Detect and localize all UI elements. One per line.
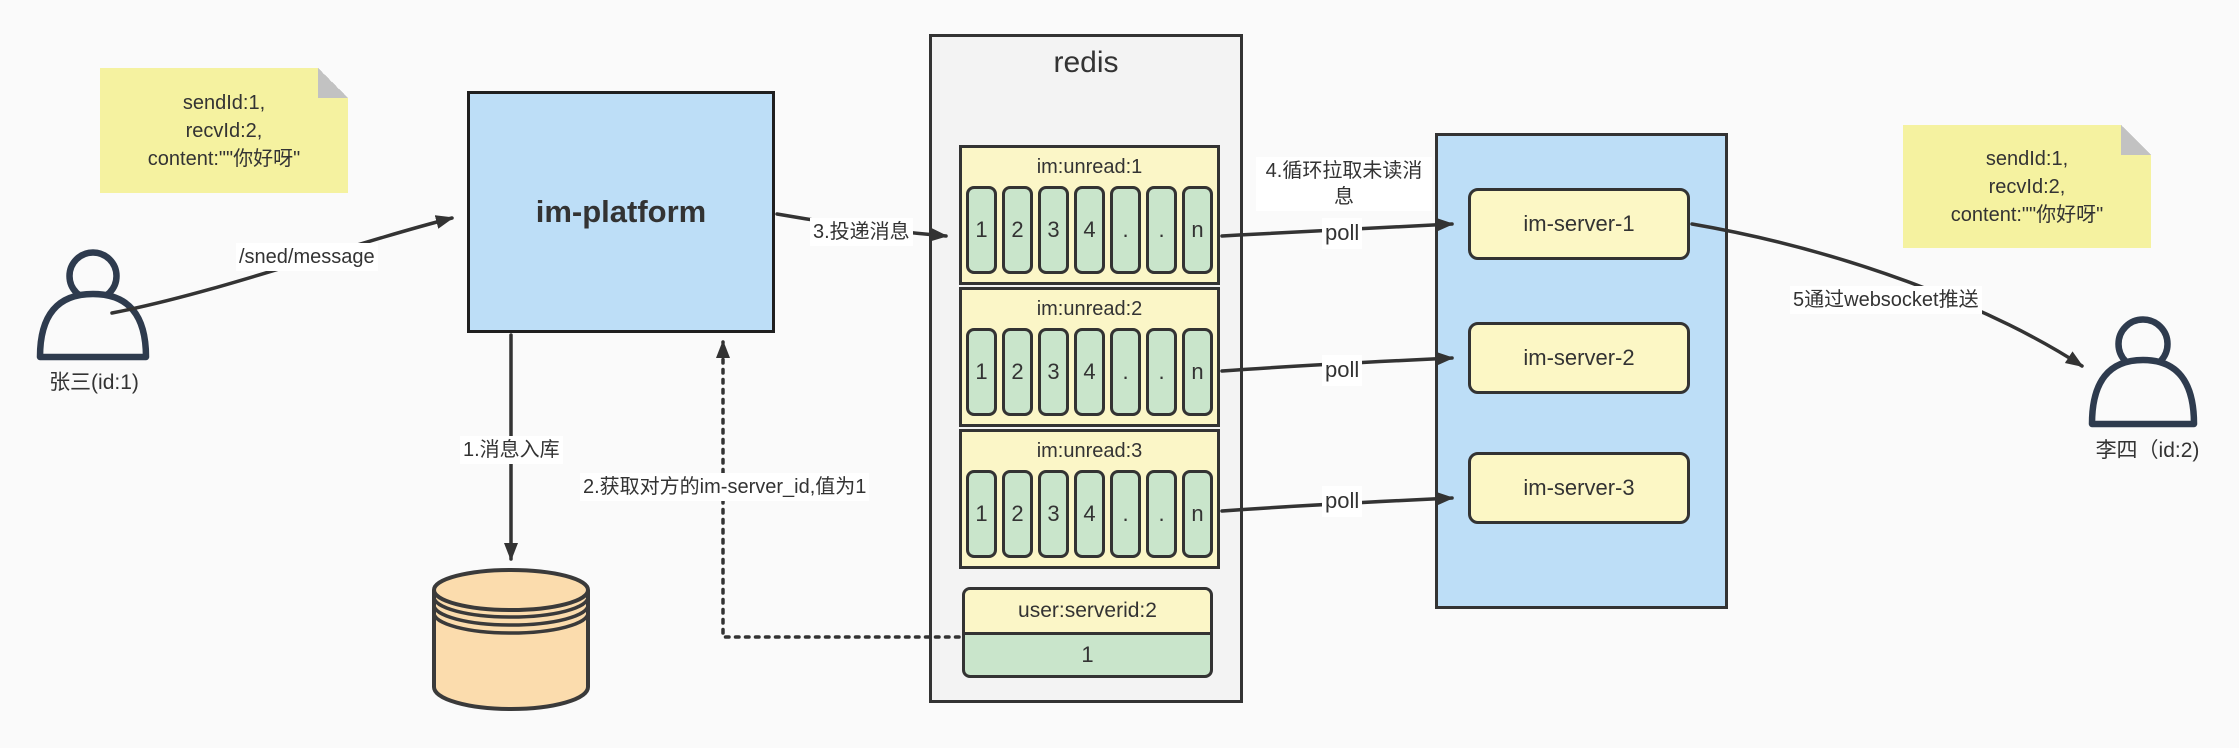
sender-user-icon (36, 249, 150, 361)
queue-header: im:unread:1 (1036, 155, 1143, 178)
queue-cell: 3 (1038, 186, 1069, 274)
queue-cells: 1 2 3 4 . . n (962, 328, 1217, 424)
receiver-user-icon (2088, 316, 2198, 428)
redis-title: redis (1053, 46, 1119, 79)
queue-cell: 1 (966, 186, 997, 274)
user-serverid-value: 1 (1081, 642, 1094, 667)
note-line: recvId:2, (1988, 175, 2066, 198)
queue-im-unread-3: im:unread:3 1 2 3 4 . . n (959, 429, 1220, 569)
queue-cell: 3 (1038, 328, 1069, 416)
note-fold-icon (318, 68, 348, 98)
queue-cell: . (1146, 328, 1177, 416)
edge-label-step3: 3.投递消息 (810, 218, 913, 246)
queue-cell: . (1110, 328, 1141, 416)
note-fold-icon (2121, 125, 2151, 155)
queue-cells: 1 2 3 4 . . n (962, 186, 1217, 282)
queue-cell: . (1146, 470, 1177, 558)
queue-cell: 1 (966, 328, 997, 416)
queue-cell: 4 (1074, 186, 1105, 274)
note-line: sendId:1, (1985, 147, 2069, 170)
mysql-cylinder-icon (432, 568, 590, 711)
edge-label-poll-3: poll (1322, 486, 1363, 517)
edge-label-step5: 5通过websocket推送 (1790, 286, 1982, 314)
user-serverid-node: user:serverid:2 1 (962, 587, 1213, 678)
queue-cells: 1 2 3 4 . . n (962, 470, 1217, 566)
sender-label: 张三(id:1) (49, 371, 139, 394)
sticky-note-left: sendId:1, recvId:2, content:""你好呀" (100, 68, 348, 193)
queue-cell: 2 (1002, 470, 1033, 558)
mysql-label: mysql (482, 644, 540, 669)
queue-cell: . (1110, 186, 1141, 274)
queue-cell: n (1182, 186, 1213, 274)
edge-label-step1: 1.消息入库 (460, 436, 563, 464)
queue-cell: 2 (1002, 328, 1033, 416)
im-server-1-node: im-server-1 (1468, 188, 1690, 260)
queue-cell: . (1146, 186, 1177, 274)
edge-label-send-api: /sned/message (236, 243, 378, 271)
edge-label-poll-2: poll (1322, 355, 1363, 386)
queue-cell: . (1110, 470, 1141, 558)
im-server-1-label: im-server-1 (1523, 211, 1635, 236)
queue-cell: 4 (1074, 470, 1105, 558)
queue-cell: 4 (1074, 328, 1105, 416)
queue-cell: 3 (1038, 470, 1069, 558)
note-line: recvId:2, (185, 119, 263, 142)
sticky-note-right: sendId:1, recvId:2, content:""你好呀" (1903, 125, 2151, 248)
im-server-3-label: im-server-3 (1523, 475, 1635, 500)
im-server-2-label: im-server-2 (1523, 345, 1635, 370)
queue-cell: n (1182, 470, 1213, 558)
im-server-2-node: im-server-2 (1468, 322, 1690, 394)
queue-cell: 2 (1002, 186, 1033, 274)
im-server-3-node: im-server-3 (1468, 452, 1690, 524)
im-platform-node: im-platform (467, 91, 775, 333)
user-serverid-header: user:serverid:2 (965, 590, 1210, 635)
queue-header: im:unread:2 (1036, 297, 1143, 320)
queue-im-unread-1: im:unread:1 1 2 3 4 . . n (959, 145, 1220, 285)
note-line: content:""你好呀" (147, 147, 301, 170)
note-line: content:""你好呀" (1950, 203, 2104, 226)
edge-label-step2: 2.获取对方的im-server_id,值为1 (580, 473, 870, 501)
edge-label-step4: 4.循环拉取未读消息 (1256, 157, 1432, 211)
queue-im-unread-2: im:unread:2 1 2 3 4 . . n (959, 287, 1220, 427)
queue-cell: 1 (966, 470, 997, 558)
queue-cell: n (1182, 328, 1213, 416)
edge-label-poll-1: poll (1322, 218, 1363, 249)
receiver-label: 李四（id:2) (2095, 439, 2200, 462)
im-platform-label: im-platform (535, 194, 707, 229)
note-line: sendId:1, (182, 91, 266, 114)
queue-header: im:unread:3 (1036, 439, 1143, 462)
